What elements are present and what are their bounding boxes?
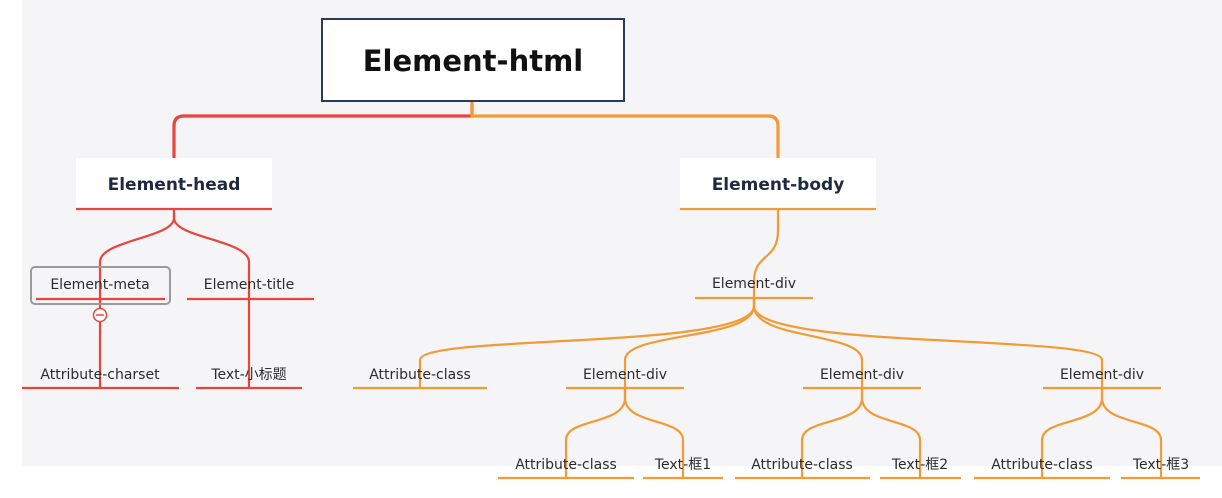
connector-root-body xyxy=(470,102,780,158)
root-node-label: Element-html xyxy=(363,44,584,78)
connector-head-title xyxy=(172,209,251,299)
connector-div-div1 xyxy=(623,298,756,388)
div1-text-node[interactable]: Text-框1 xyxy=(643,457,723,480)
head-node[interactable]: Element-head xyxy=(76,158,272,211)
div3-text-node-label: Text-框3 xyxy=(1132,457,1189,473)
div1-attr-node[interactable]: Attribute-class xyxy=(498,457,634,480)
head-node-box xyxy=(76,158,272,209)
root-node-box xyxy=(321,18,625,102)
connector-div2-text xyxy=(860,388,922,478)
meta-node-label: Element-meta xyxy=(50,277,149,293)
connector-div-div2 xyxy=(752,298,864,388)
connector-div1-text xyxy=(623,388,685,478)
div2-attr-node-label: Attribute-class xyxy=(751,457,853,473)
connector-div3-text xyxy=(1100,388,1163,478)
title-text-node-label: Text-小标题 xyxy=(210,367,286,383)
connector-body-div xyxy=(752,209,780,298)
div3-text-node[interactable]: Text-框3 xyxy=(1121,457,1200,480)
title-text-node[interactable]: Text-小标题 xyxy=(196,367,302,390)
div-node-label: Element-div xyxy=(712,276,796,292)
div1-node-label: Element-div xyxy=(583,367,667,383)
div3-attr-node-label: Attribute-class xyxy=(991,457,1093,473)
connector-div-div3 xyxy=(752,298,1104,388)
body-node-label: Element-body xyxy=(712,175,845,195)
div2-text-node-label: Text-框2 xyxy=(891,457,948,473)
div3-node-label: Element-div xyxy=(1060,367,1144,383)
div2-text-node[interactable]: Text-框2 xyxy=(880,457,961,480)
div1-text-node-label: Text-框1 xyxy=(654,457,711,473)
title-node-label: Element-title xyxy=(204,277,294,293)
root-node[interactable]: Element-html xyxy=(321,18,625,102)
body-node-box xyxy=(680,158,876,209)
div-attr-node-label: Attribute-class xyxy=(369,367,471,383)
div3-attr-node[interactable]: Attribute-class xyxy=(974,457,1110,480)
title-node[interactable]: Element-title xyxy=(187,277,314,301)
charset-node-label: Attribute-charset xyxy=(40,367,160,383)
div-attr-node[interactable]: Attribute-class xyxy=(353,367,487,390)
div2-node-label: Element-div xyxy=(820,367,904,383)
connector-div-attr xyxy=(418,298,756,388)
body-node[interactable]: Element-body xyxy=(680,158,876,211)
collapse-toggle[interactable] xyxy=(92,307,108,323)
connector-root-head xyxy=(172,102,474,158)
div1-attr-node-label: Attribute-class xyxy=(515,457,617,473)
meta-selection-box xyxy=(30,266,171,305)
charset-node[interactable]: Attribute-charset xyxy=(22,367,179,390)
head-node-label: Element-head xyxy=(108,175,241,195)
div2-attr-node[interactable]: Attribute-class xyxy=(735,457,870,480)
meta-node[interactable]: Element-meta xyxy=(30,266,171,305)
connector-head-meta xyxy=(98,209,176,299)
